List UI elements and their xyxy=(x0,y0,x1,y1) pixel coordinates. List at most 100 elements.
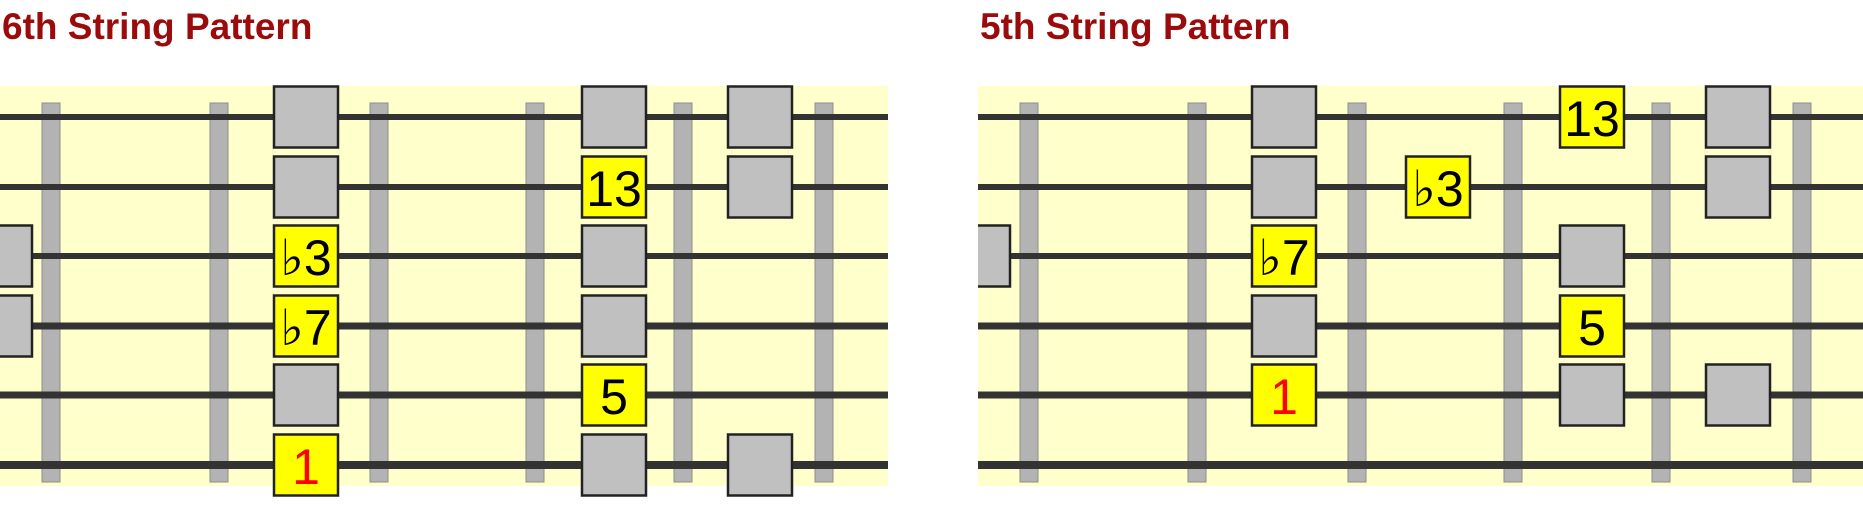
note-box xyxy=(1558,363,1626,427)
fretboard-diagram-6th-string: 6th String Pattern ♭3 ♭7 1 13 5 xyxy=(0,0,890,506)
note-marker xyxy=(580,433,648,497)
note-marker: ♭3 xyxy=(1404,155,1472,219)
note-box xyxy=(0,294,34,358)
fret-wire-1 xyxy=(41,102,61,483)
string-4 xyxy=(0,322,888,330)
note-marker xyxy=(1704,363,1772,427)
note-marker xyxy=(1704,155,1772,219)
note-box xyxy=(1250,224,1318,288)
fret-wire-2 xyxy=(209,102,229,483)
note-box xyxy=(1404,155,1472,219)
note-marker: ♭3 xyxy=(272,224,340,288)
note-box xyxy=(1250,85,1318,149)
note-marker: ♭7 xyxy=(272,294,340,358)
note-marker: 5 xyxy=(1558,294,1626,358)
note-marker xyxy=(272,155,340,219)
note-box xyxy=(580,85,648,149)
note-degree-label: 13 xyxy=(1564,91,1620,147)
note-box xyxy=(1704,363,1772,427)
diagram-title: 6th String Pattern xyxy=(2,6,313,47)
fretboard-background xyxy=(0,86,888,486)
note-marker xyxy=(580,85,648,149)
note-box xyxy=(272,224,340,288)
note-degree-label: 5 xyxy=(1578,300,1606,356)
string-6 xyxy=(978,461,1863,469)
note-degree-label: 5 xyxy=(600,369,628,425)
note-marker xyxy=(726,155,794,219)
fretboard-diagram-5th-string: 5th String Pattern ♭7 1 ♭3 13 5 xyxy=(978,0,1863,506)
string-3 xyxy=(0,253,888,259)
note-box xyxy=(272,433,340,497)
fret-wire-6 xyxy=(814,102,834,483)
diagram-title: 5th String Pattern xyxy=(980,6,1291,47)
fret-wire-3 xyxy=(1347,102,1367,483)
note-marker xyxy=(1704,85,1772,149)
note-marker xyxy=(1250,294,1318,358)
note-degree-label: ♭7 xyxy=(1258,230,1309,286)
note-box xyxy=(0,224,34,288)
string-2 xyxy=(0,184,888,190)
note-marker: 5 xyxy=(580,363,648,427)
note-box xyxy=(1250,155,1318,219)
note-box xyxy=(1250,294,1318,358)
note-box xyxy=(726,85,794,149)
note-box xyxy=(726,433,794,497)
note-box xyxy=(580,224,648,288)
note-box xyxy=(272,85,340,149)
note-box xyxy=(272,155,340,219)
fret-wire-4 xyxy=(1503,102,1523,483)
fret-wire-5 xyxy=(673,102,693,483)
note-marker xyxy=(272,85,340,149)
note-degree-label: 13 xyxy=(586,161,642,217)
note-box xyxy=(978,224,1012,288)
note-marker xyxy=(726,85,794,149)
note-marker xyxy=(1558,363,1626,427)
fretboard: ♭3 ♭7 1 13 5 xyxy=(0,85,888,497)
note-marker: ♭7 xyxy=(1250,224,1318,288)
note-box xyxy=(272,363,340,427)
note-marker: 13 xyxy=(1558,85,1626,149)
note-marker: 13 xyxy=(580,155,648,219)
note-box xyxy=(580,433,648,497)
note-box xyxy=(1250,363,1318,427)
string-3 xyxy=(978,253,1863,259)
note-box xyxy=(580,294,648,358)
fret-wire-4 xyxy=(525,102,545,483)
note-box xyxy=(580,363,648,427)
string-1 xyxy=(978,114,1863,120)
note-degree-label: 1 xyxy=(1270,369,1298,425)
string-5 xyxy=(978,391,1863,399)
note-box xyxy=(1558,294,1626,358)
fret-wire-2 xyxy=(1187,102,1207,483)
note-degree-label: ♭3 xyxy=(280,230,331,286)
note-marker xyxy=(0,294,34,358)
note-marker xyxy=(0,224,34,288)
fretboard: ♭7 1 ♭3 13 5 xyxy=(978,85,1863,486)
note-degree-label: ♭3 xyxy=(1412,161,1463,217)
fret-wire-1 xyxy=(1019,102,1039,483)
note-marker xyxy=(978,224,1012,288)
note-degree-label: ♭7 xyxy=(280,300,331,356)
note-box xyxy=(1704,85,1772,149)
note-marker: 1 xyxy=(272,433,340,497)
note-marker xyxy=(1250,155,1318,219)
note-degree-label: 1 xyxy=(292,439,320,495)
note-marker xyxy=(272,363,340,427)
string-6 xyxy=(0,461,888,469)
note-box xyxy=(1558,85,1626,149)
note-box xyxy=(1558,224,1626,288)
string-1 xyxy=(0,114,888,120)
note-marker xyxy=(1558,224,1626,288)
note-box xyxy=(272,294,340,358)
note-marker xyxy=(580,224,648,288)
note-marker xyxy=(580,294,648,358)
note-box xyxy=(726,155,794,219)
note-marker: 1 xyxy=(1250,363,1318,427)
note-box xyxy=(1704,155,1772,219)
note-marker xyxy=(1250,85,1318,149)
string-4 xyxy=(978,322,1863,330)
fret-wire-5 xyxy=(1651,102,1671,483)
note-marker xyxy=(726,433,794,497)
fret-wire-3 xyxy=(369,102,389,483)
note-box xyxy=(580,155,648,219)
